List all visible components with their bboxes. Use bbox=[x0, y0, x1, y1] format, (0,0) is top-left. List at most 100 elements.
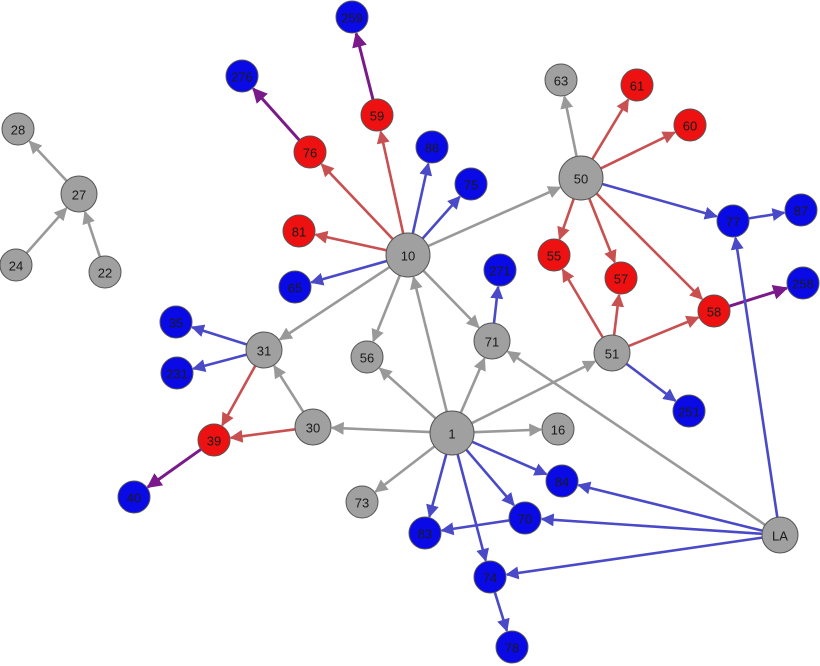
node-86: 86 bbox=[415, 130, 449, 164]
node-81: 81 bbox=[282, 214, 316, 248]
node-label-81: 81 bbox=[292, 225, 306, 240]
edge-50-to-57 bbox=[587, 197, 617, 264]
edge-22-to-27 bbox=[82, 210, 102, 258]
node-31: 31 bbox=[245, 331, 283, 369]
edge-1-to-71 bbox=[459, 357, 486, 414]
node-78: 78 bbox=[495, 630, 529, 664]
node-84: 84 bbox=[545, 464, 579, 498]
edge-58-to-258 bbox=[728, 284, 789, 308]
edge-10-to-86 bbox=[411, 162, 433, 234]
node-circle-83 bbox=[408, 516, 442, 550]
node-231: 231 bbox=[160, 356, 194, 390]
node-10: 10 bbox=[385, 232, 431, 278]
node-circle-59 bbox=[360, 98, 394, 132]
node-label-1: 1 bbox=[448, 427, 455, 442]
edge-1-to-73 bbox=[374, 445, 436, 493]
edge-50-to-61 bbox=[591, 98, 630, 160]
node-label-30: 30 bbox=[306, 421, 320, 436]
node-circle-61 bbox=[620, 68, 654, 102]
edge-1-to-30 bbox=[330, 421, 431, 435]
edge-10-to-56 bbox=[371, 274, 402, 343]
node-circle-251 bbox=[672, 394, 706, 428]
node-label-24: 24 bbox=[9, 259, 23, 274]
node-label-74: 74 bbox=[483, 571, 497, 586]
node-59: 59 bbox=[360, 98, 394, 132]
node-28: 28 bbox=[1, 112, 35, 146]
node-65: 65 bbox=[278, 270, 312, 304]
node-51: 51 bbox=[593, 334, 631, 372]
edge-LA-to-77 bbox=[730, 236, 779, 518]
node-56: 56 bbox=[350, 340, 384, 374]
node-58: 58 bbox=[697, 294, 731, 328]
node-circle-28 bbox=[1, 112, 35, 146]
node-50: 50 bbox=[558, 155, 604, 201]
node-63: 63 bbox=[544, 63, 578, 97]
edge-LA-to-74 bbox=[505, 536, 763, 580]
node-61: 61 bbox=[620, 68, 654, 102]
node-label-63: 63 bbox=[554, 74, 568, 89]
node-circle-258 bbox=[786, 266, 820, 300]
edge-74-to-78 bbox=[493, 591, 510, 633]
node-label-259: 259 bbox=[341, 11, 363, 26]
node-label-76: 76 bbox=[303, 146, 317, 161]
edge-1-to-10 bbox=[409, 276, 448, 412]
node-271: 271 bbox=[483, 253, 517, 287]
node-label-84: 84 bbox=[555, 475, 569, 490]
node-83: 83 bbox=[408, 516, 442, 550]
node-35: 35 bbox=[159, 305, 193, 339]
edge-10-to-76 bbox=[320, 163, 394, 240]
node-circle-58 bbox=[697, 294, 731, 328]
edge-50-to-58 bbox=[595, 192, 703, 300]
node-circle-259 bbox=[335, 0, 369, 34]
node-circle-78 bbox=[495, 630, 529, 664]
node-label-60: 60 bbox=[683, 119, 697, 134]
edge-50-to-55 bbox=[557, 198, 575, 241]
node-label-71: 71 bbox=[485, 335, 499, 350]
node-39: 39 bbox=[197, 423, 231, 457]
node-label-87: 87 bbox=[794, 204, 808, 219]
node-circle-31 bbox=[245, 331, 283, 369]
edge-76-to-276 bbox=[252, 87, 301, 142]
node-label-70: 70 bbox=[518, 512, 532, 527]
node-circle-231 bbox=[160, 356, 194, 390]
node-circle-30 bbox=[294, 408, 332, 446]
edge-27-to-28 bbox=[28, 140, 68, 182]
node-label-86: 86 bbox=[425, 141, 439, 156]
node-label-28: 28 bbox=[11, 123, 25, 138]
edge-50-to-63 bbox=[560, 95, 578, 157]
node-circle-51 bbox=[593, 334, 631, 372]
node-circle-40 bbox=[117, 480, 151, 514]
node-40: 40 bbox=[117, 480, 151, 514]
node-circle-50 bbox=[558, 155, 604, 201]
node-circle-71 bbox=[473, 322, 511, 360]
edge-24-to-27 bbox=[25, 207, 68, 254]
node-circle-57 bbox=[604, 261, 638, 295]
node-circle-76 bbox=[293, 135, 327, 169]
node-label-59: 59 bbox=[370, 109, 384, 124]
node-circle-73 bbox=[345, 485, 379, 519]
edge-10-to-71 bbox=[422, 269, 480, 329]
node-70: 70 bbox=[508, 501, 542, 535]
node-label-51: 51 bbox=[605, 347, 619, 362]
edge-59-to-259 bbox=[352, 32, 375, 100]
node-label-78: 78 bbox=[505, 641, 519, 656]
node-71: 71 bbox=[473, 322, 511, 360]
node-circle-16 bbox=[541, 412, 575, 446]
edge-71-to-271 bbox=[490, 285, 504, 324]
node-55: 55 bbox=[537, 238, 571, 272]
node-label-22: 22 bbox=[98, 266, 112, 281]
node-label-73: 73 bbox=[355, 496, 369, 511]
node-label-61: 61 bbox=[630, 79, 644, 94]
edge-51-to-57 bbox=[611, 293, 625, 336]
node-label-83: 83 bbox=[418, 527, 432, 542]
node-circle-276 bbox=[225, 59, 259, 93]
node-label-55: 55 bbox=[547, 249, 561, 264]
edge-10-to-50 bbox=[427, 186, 562, 248]
node-circle-56 bbox=[350, 340, 384, 374]
edge-layer bbox=[25, 32, 789, 633]
edge-10-to-75 bbox=[421, 195, 461, 240]
edge-1-to-74 bbox=[456, 453, 489, 562]
node-276: 276 bbox=[225, 59, 259, 93]
